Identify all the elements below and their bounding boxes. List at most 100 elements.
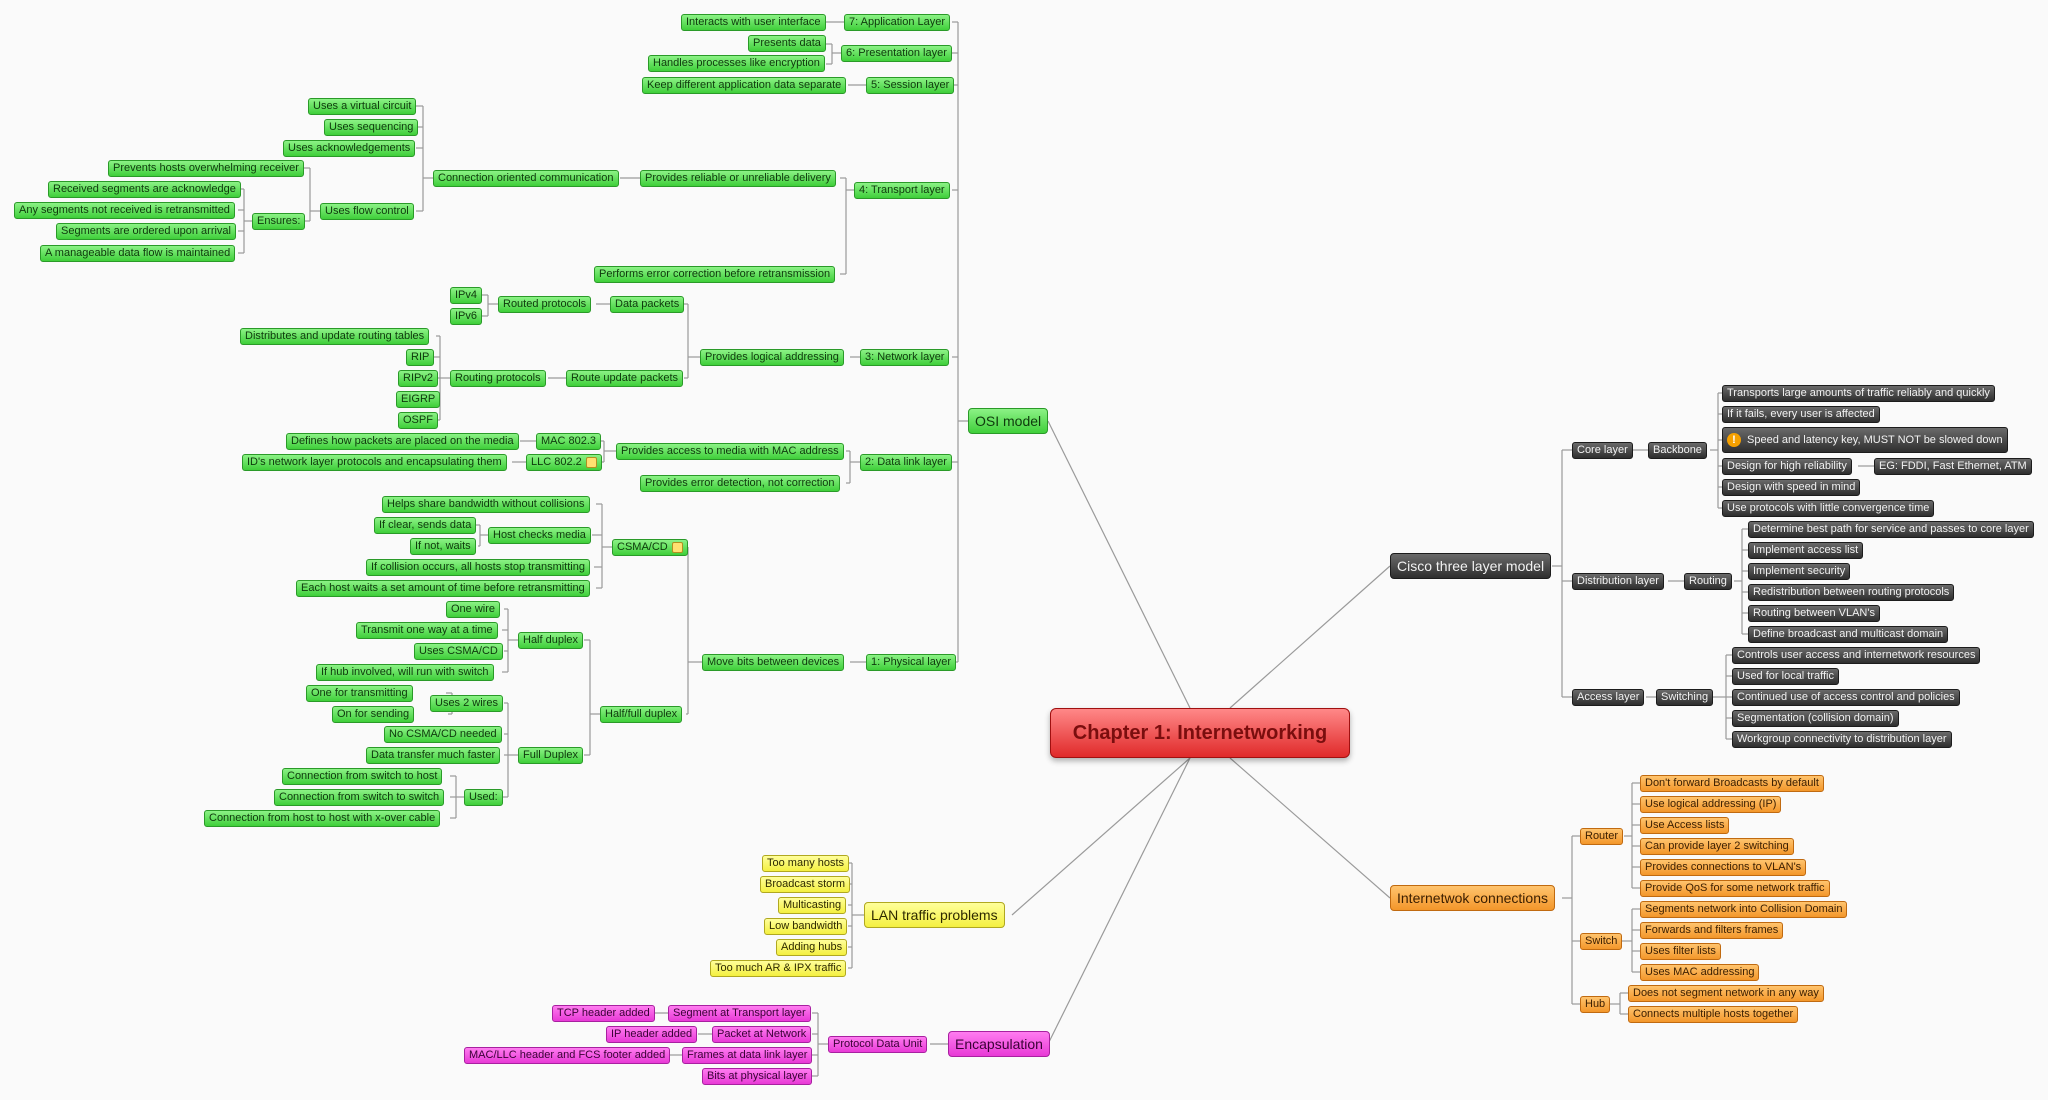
csma-item[interactable]: Helps share bandwidth without collisions (382, 496, 590, 513)
router[interactable]: Router (1580, 828, 1624, 845)
half-item[interactable]: Uses CSMA/CD (414, 643, 503, 660)
host-checks-item[interactable]: If clear, sends data (374, 517, 477, 534)
ensures-item[interactable]: Segments are ordered upon arrival (56, 223, 236, 240)
switch[interactable]: Switch (1580, 933, 1623, 950)
connection-item[interactable]: Uses a virtual circuit (308, 98, 417, 115)
media-access[interactable]: Provides access to media with MAC addres… (616, 443, 844, 460)
packet-node[interactable]: Packet at Network (712, 1026, 812, 1043)
presentation-item[interactable]: Handles processes like encryption (648, 55, 825, 72)
csma-item[interactable]: Each host waits a set amount of time bef… (296, 580, 590, 597)
backbone-item[interactable]: Design with speed in mind (1722, 479, 1861, 496)
routing-item[interactable]: Routing between VLAN's (1748, 605, 1880, 622)
host-checks-item[interactable]: If not, waits (410, 538, 476, 555)
flow-item[interactable]: Prevents hosts overwhelming receiver (108, 160, 304, 177)
encapsulation-topic[interactable]: Encapsulation (948, 1031, 1050, 1057)
protocol-data-unit[interactable]: Protocol Data Unit (828, 1036, 928, 1053)
reliable-delivery[interactable]: Provides reliable or unreliable delivery (640, 170, 836, 187)
route-update-packets[interactable]: Route update packets (566, 370, 684, 387)
distribution-layer[interactable]: Distribution layer (1572, 573, 1664, 590)
used-label[interactable]: Used: (464, 789, 503, 806)
host-checks-media[interactable]: Host checks media (488, 527, 591, 544)
logical-addressing[interactable]: Provides logical addressing (700, 349, 844, 366)
backbone-item[interactable]: Design for high reliability (1722, 458, 1852, 475)
backbone[interactable]: Backbone (1648, 442, 1707, 459)
full-duplex[interactable]: Full Duplex (518, 747, 584, 764)
internetwork-connections-topic[interactable]: Internetwok connections (1390, 885, 1555, 911)
routing-protocols[interactable]: Routing protocols (450, 370, 546, 387)
routing-item[interactable]: RIPv2 (398, 370, 438, 387)
lan-problem-item[interactable]: Broadcast storm (760, 876, 851, 893)
routed-item[interactable]: IPv6 (450, 308, 483, 325)
ip-header[interactable]: IP header added (606, 1026, 698, 1043)
reliability-example[interactable]: EG: FDDI, Fast Ethernet, ATM (1874, 458, 2032, 475)
hub-item[interactable]: Connects multiple hosts together (1628, 1006, 1799, 1023)
switching-item[interactable]: Used for local traffic (1732, 668, 1840, 685)
two-wires-item[interactable]: One for transmitting (306, 685, 413, 702)
full-item[interactable]: Data transfer much faster (366, 747, 501, 764)
used-item[interactable]: Connection from switch to host (282, 768, 443, 785)
router-item[interactable]: Provide QoS for some network traffic (1640, 880, 1830, 897)
connection-item[interactable]: Uses acknowledgements (283, 140, 416, 157)
tcp-header[interactable]: TCP header added (552, 1005, 655, 1022)
switch-item[interactable]: Segments network into Collision Domain (1640, 901, 1848, 918)
llc-802-2[interactable]: LLC 802.2 (526, 454, 602, 471)
connection-item[interactable]: Uses sequencing (324, 119, 419, 136)
router-item[interactable]: Don't forward Broadcasts by default (1640, 775, 1824, 792)
application-item[interactable]: Interacts with user interface (681, 14, 826, 31)
data-link-layer[interactable]: 2: Data link layer (860, 454, 952, 471)
frames-node[interactable]: Frames at data link layer (682, 1047, 813, 1064)
application-layer[interactable]: 7: Application Layer (844, 14, 951, 31)
data-packets[interactable]: Data packets (610, 296, 685, 313)
bits-node[interactable]: Bits at physical layer (702, 1068, 813, 1085)
switching-item[interactable]: Workgroup connectivity to distribution l… (1732, 731, 1952, 748)
routing-item[interactable]: Redistribution between routing protocols (1748, 584, 1955, 601)
routing-item[interactable]: Implement security (1748, 563, 1851, 580)
ensures-item[interactable]: Any segments not received is retransmitt… (14, 202, 235, 219)
routing-item[interactable]: Distributes and update routing tables (240, 328, 430, 345)
two-wires-item[interactable]: On for sending (332, 706, 415, 723)
switching-item[interactable]: Continued use of access control and poli… (1732, 689, 1960, 706)
routing-item[interactable]: Implement access list (1748, 542, 1864, 559)
half-full-duplex[interactable]: Half/full duplex (600, 706, 683, 723)
llc-description[interactable]: ID's network layer protocols and encapsu… (242, 454, 507, 471)
flow-control[interactable]: Uses flow control (320, 203, 414, 220)
half-item[interactable]: If hub involved, will run with switch (316, 664, 494, 681)
segment-node[interactable]: Segment at Transport layer (668, 1005, 811, 1022)
network-layer[interactable]: 3: Network layer (860, 349, 950, 366)
lan-problem-item[interactable]: Too many hosts (762, 855, 850, 872)
core-layer[interactable]: Core layer (1572, 442, 1633, 459)
routing[interactable]: Routing (1684, 573, 1732, 590)
switch-item[interactable]: Uses MAC addressing (1640, 964, 1760, 981)
cisco-model-topic[interactable]: Cisco three layer model (1390, 553, 1552, 579)
access-layer[interactable]: Access layer (1572, 689, 1645, 706)
ensures-item[interactable]: Received segments are acknowledge (48, 181, 241, 198)
connection-oriented[interactable]: Connection oriented communication (433, 170, 619, 187)
presentation-item[interactable]: Presents data (748, 35, 826, 52)
backbone-item[interactable]: !Speed and latency key, MUST NOT be slow… (1722, 427, 2008, 453)
full-item[interactable]: No CSMA/CD needed (384, 726, 502, 743)
mac-description[interactable]: Defines how packets are placed on the me… (286, 433, 519, 450)
two-wires[interactable]: Uses 2 wires (430, 695, 503, 712)
router-item[interactable]: Use logical addressing (IP) (1640, 796, 1782, 813)
error-detection[interactable]: Provides error detection, not correction (640, 475, 840, 492)
ensures-item[interactable]: A manageable data flow is maintained (40, 245, 236, 262)
routed-item[interactable]: IPv4 (450, 287, 483, 304)
lan-problem-item[interactable]: Too much AR & IPX traffic (710, 960, 847, 977)
mac-802-3[interactable]: MAC 802.3 (536, 433, 602, 450)
used-item[interactable]: Connection from host to host with x-over… (204, 810, 441, 827)
switching-item[interactable]: Segmentation (collision domain) (1732, 710, 1899, 727)
switch-item[interactable]: Forwards and filters frames (1640, 922, 1784, 939)
mac-llc-header[interactable]: MAC/LLC header and FCS footer added (464, 1047, 671, 1064)
ensures-label[interactable]: Ensures: (252, 213, 306, 230)
backbone-item[interactable]: Transports large amounts of traffic reli… (1722, 385, 1995, 402)
half-item[interactable]: Transmit one way at a time (356, 622, 498, 639)
switching[interactable]: Switching (1656, 689, 1714, 706)
lan-problem-item[interactable]: Low bandwidth (764, 918, 848, 935)
lan-traffic-problems-topic[interactable]: LAN traffic problems (864, 902, 1005, 928)
error-correction[interactable]: Performs error correction before retrans… (594, 266, 836, 283)
csma-cd[interactable]: CSMA/CD (612, 539, 688, 556)
routing-item[interactable]: Define broadcast and multicast domain (1748, 626, 1949, 643)
physical-layer[interactable]: 1: Physical layer (866, 654, 957, 671)
session-item[interactable]: Keep different application data separate (642, 77, 847, 94)
half-item[interactable]: One wire (446, 601, 501, 618)
